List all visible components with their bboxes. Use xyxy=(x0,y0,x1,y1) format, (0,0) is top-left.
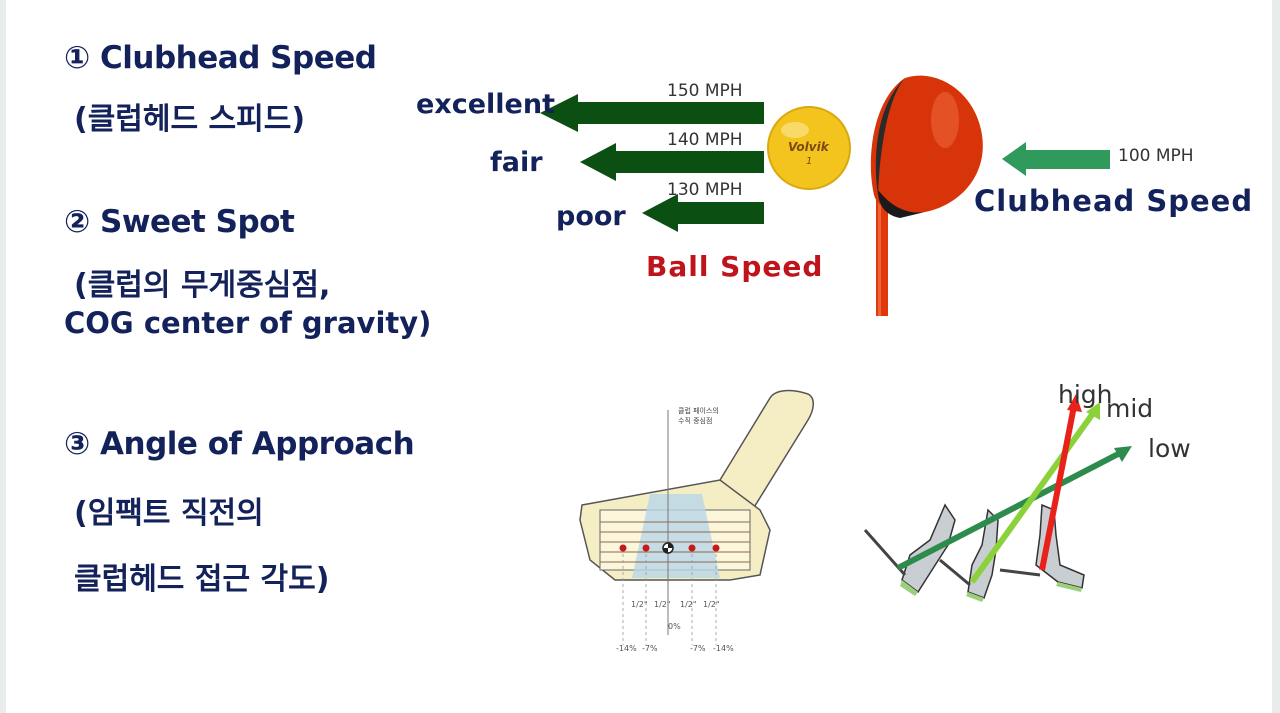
ball-brand: Volvik xyxy=(788,140,829,154)
fraction-3: 1/2" xyxy=(680,600,697,609)
speed-diagram-graphic xyxy=(540,75,1110,316)
sweet-spot-title: ② Sweet Spot xyxy=(64,204,295,240)
iron-club-1-icon xyxy=(863,503,956,596)
arrow-140-mph xyxy=(580,143,764,181)
clubhead-speed-subtitle: (클럽헤드 스피드) xyxy=(74,102,306,137)
percent-1: -14% xyxy=(616,644,637,653)
sweet-spot-subtitle-english: COG center of gravity) xyxy=(64,306,432,340)
sweet-spot-subtitle-korean: (클럽의 무게중심점, xyxy=(74,268,331,303)
angle-of-approach-title: ③ Angle of Approach xyxy=(64,426,415,462)
rating-fair: fair xyxy=(490,147,543,178)
sweet-spot-header-2: 수직 중심점 xyxy=(678,417,713,425)
clubhead-speed-value: 100 MPH xyxy=(1118,146,1194,166)
percent-2: -7% xyxy=(642,644,658,653)
center-percent: 0% xyxy=(668,622,681,631)
rating-poor: poor xyxy=(556,201,626,232)
angle-subtitle-line2: 클럽헤드 접근 각도) xyxy=(74,562,330,597)
clubhead-speed-label: Clubhead Speed xyxy=(974,184,1254,218)
ball-speed-150: 150 MPH xyxy=(667,81,743,101)
ball-speed-140: 140 MPH xyxy=(667,130,743,150)
fraction-1: 1/2" xyxy=(631,600,648,609)
fraction-2: 1/2" xyxy=(654,600,671,609)
arrow-150-mph xyxy=(540,94,764,132)
fraction-4: 1/2" xyxy=(703,600,720,609)
angle-line-mid xyxy=(969,410,1097,584)
percent-3: -7% xyxy=(690,644,706,653)
clubhead-speed-arrow xyxy=(1002,142,1110,176)
angle-line-low xyxy=(896,449,1124,571)
slide-frame-left xyxy=(0,0,6,713)
clubhead-speed-title: ① Clubhead Speed xyxy=(64,40,377,76)
sweet-spot-diagram xyxy=(579,389,814,645)
ball-speed-130: 130 MPH xyxy=(667,180,743,200)
angle-subtitle-line1: (임팩트 직전의 xyxy=(74,496,264,531)
angle-label-high: high xyxy=(1058,380,1113,409)
angle-label-low: low xyxy=(1148,434,1191,463)
percent-4: -14% xyxy=(713,644,734,653)
golf-ball-icon xyxy=(767,106,851,190)
ball-number: 1 xyxy=(806,156,813,167)
angle-of-approach-diagram xyxy=(863,394,1132,602)
angle-label-mid: mid xyxy=(1106,394,1154,423)
sweet-spot-header-1: 클럽 페이스의 xyxy=(678,407,719,415)
iron-club-3-icon xyxy=(999,503,1085,592)
slide-frame-right xyxy=(1272,0,1280,713)
arrow-130-mph xyxy=(642,194,764,232)
angle-line-high xyxy=(1039,405,1077,571)
driver-club-icon xyxy=(870,75,983,316)
ball-speed-label: Ball Speed xyxy=(646,250,824,283)
rating-excellent: excellent xyxy=(416,89,555,120)
